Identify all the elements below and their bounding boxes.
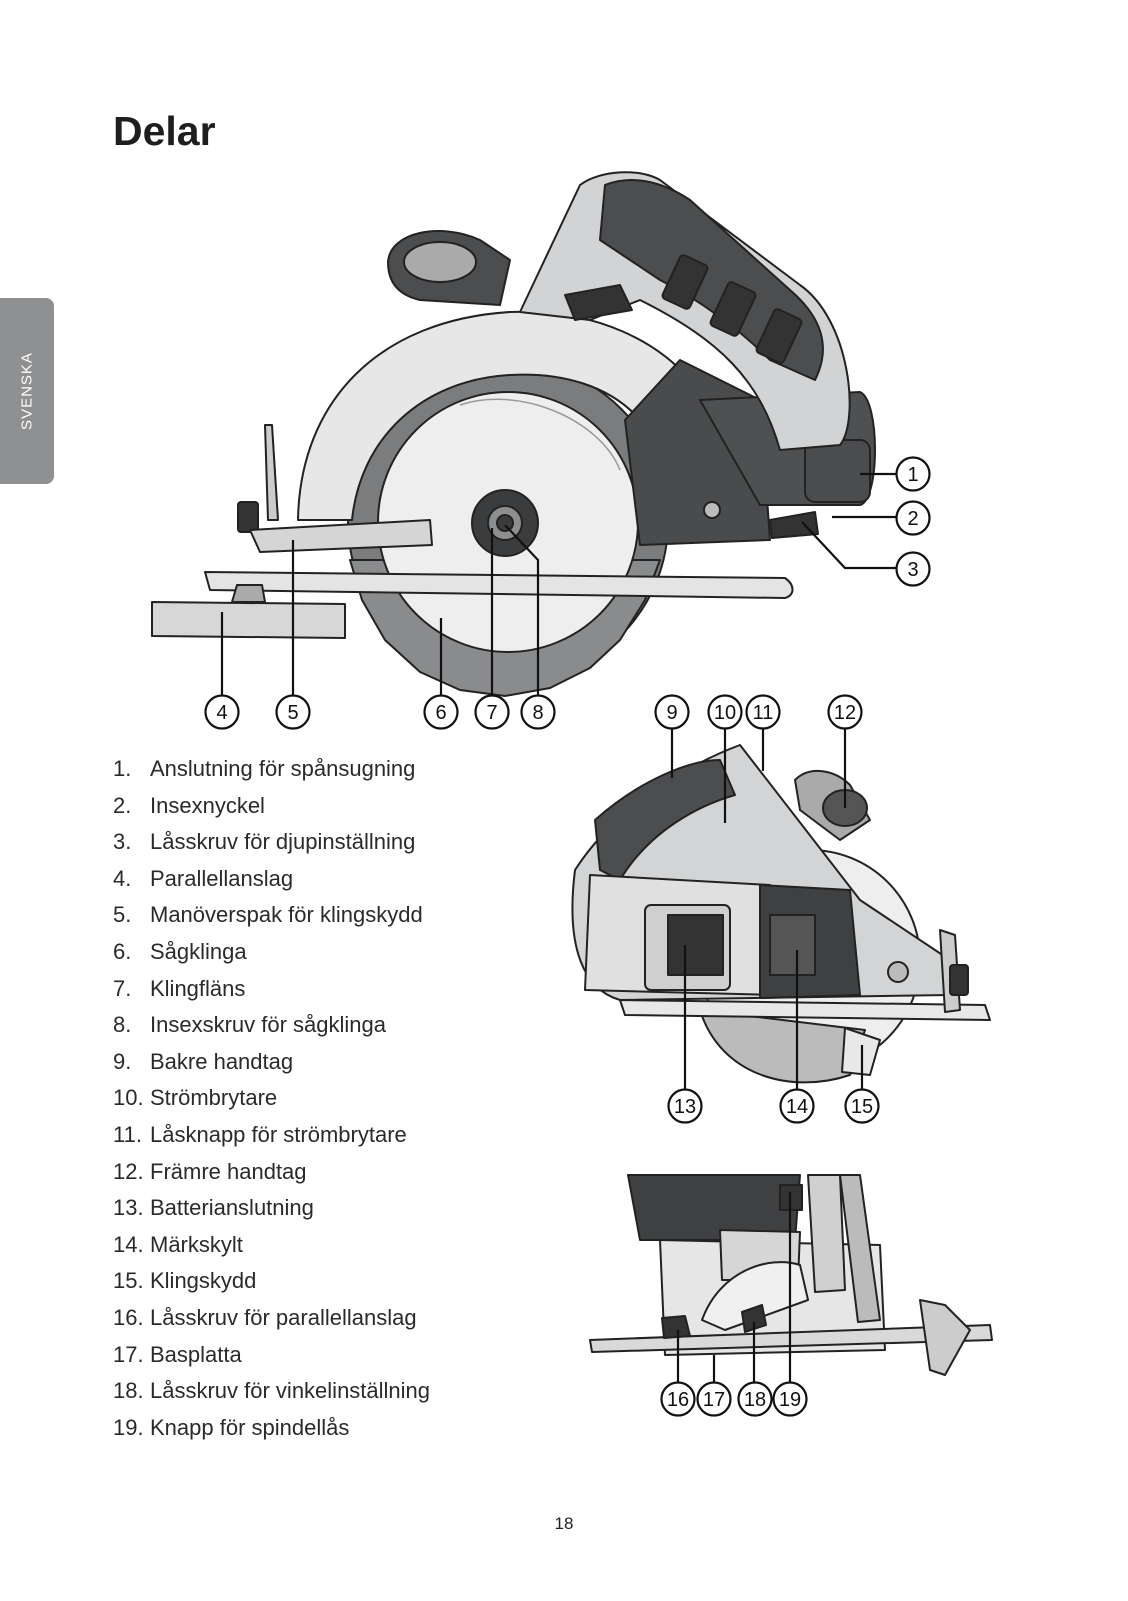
list-item: 4.Parallellanslag [113,865,294,891]
callout-5: 5 [275,694,311,730]
svg-text:2: 2 [907,508,918,530]
callout-9: 9 [654,694,690,730]
svg-text:17: 17 [703,1389,725,1411]
saw-side-view [151,171,876,697]
svg-text:9: 9 [666,702,677,724]
callout-1: 1 [895,456,931,492]
svg-text:10: 10 [714,702,736,724]
list-item: 1.Anslutning för spånsugning [113,756,416,781]
callout-18: 18 [737,1381,773,1417]
page-number: 18 [554,1514,574,1533]
list-item: 5.Manöverspak för klingskydd [113,902,423,928]
list-item: 18.Låsskruv för vinkelinställning [113,1378,431,1404]
svg-text:8: 8 [532,702,543,724]
list-item: 12.Främre handtag [113,1158,307,1184]
callout-17: 17 [696,1381,732,1417]
callout-19: 19 [772,1381,808,1417]
list-item: 6.Sågklinga [113,938,247,964]
list-item: 11.Låsknapp för strömbrytare [113,1121,407,1147]
callout-7: 7 [474,694,510,730]
svg-text:1: 1 [907,464,918,486]
svg-text:6: 6 [435,702,446,724]
svg-text:14: 14 [786,1096,808,1118]
svg-text:12: 12 [834,702,856,724]
list-item: 7.Klingfläns [113,975,246,1001]
page-title: Delar [113,108,216,154]
callout-4: 4 [204,694,240,730]
svg-text:3: 3 [907,559,918,581]
callout-10: 10 [707,694,743,730]
callout-markers: 1 2 3 4 5 6 7 8 9 10 11 12 13 14 15 16 1… [204,456,931,1417]
svg-text:18: 18 [744,1389,766,1411]
svg-text:7: 7 [486,702,497,724]
list-item: 2.Insexnyckel [113,792,265,818]
svg-text:15: 15 [851,1096,873,1118]
callout-15: 15 [844,1088,880,1124]
svg-text:5: 5 [287,702,298,724]
list-item: 15.Klingskydd [113,1268,257,1294]
language-tab: SVENSKA [0,298,54,484]
callout-6: 6 [423,694,459,730]
list-item: 9.Bakre handtag [113,1048,294,1074]
callout-14: 14 [779,1088,815,1124]
list-item: 13.Batterianslutning [113,1195,314,1221]
leader-lines [220,472,897,1383]
callout-11: 11 [745,694,781,730]
parts-list: 1.Anslutning för spånsugning 2.Insexnyck… [113,751,430,1446]
svg-text:13: 13 [674,1096,696,1118]
svg-text:11: 11 [753,702,774,724]
list-item: 10.Strömbrytare [113,1085,278,1111]
svg-text:4: 4 [216,702,227,724]
saw-base-closeup [589,1174,993,1376]
svg-text:16: 16 [667,1389,689,1411]
callout-8: 8 [520,694,556,730]
svg-text:19: 19 [779,1389,801,1411]
list-item: 16.Låsskruv för parallellanslag [113,1304,417,1330]
list-item: 17.Basplatta [113,1341,242,1367]
callout-13: 13 [667,1088,703,1124]
saw-back-view [571,744,991,1084]
callout-12: 12 [827,694,863,730]
list-item: 8.Insexskruv för sågklinga [113,1012,386,1038]
callout-16: 16 [660,1381,696,1417]
list-item: 19.Knapp för spindellås [113,1414,350,1440]
callout-2: 2 [895,500,931,536]
list-item: 3.Låsskruv för djupinställning [113,829,416,855]
list-item: 14.Märkskylt [113,1231,243,1257]
callout-3: 3 [895,551,931,587]
